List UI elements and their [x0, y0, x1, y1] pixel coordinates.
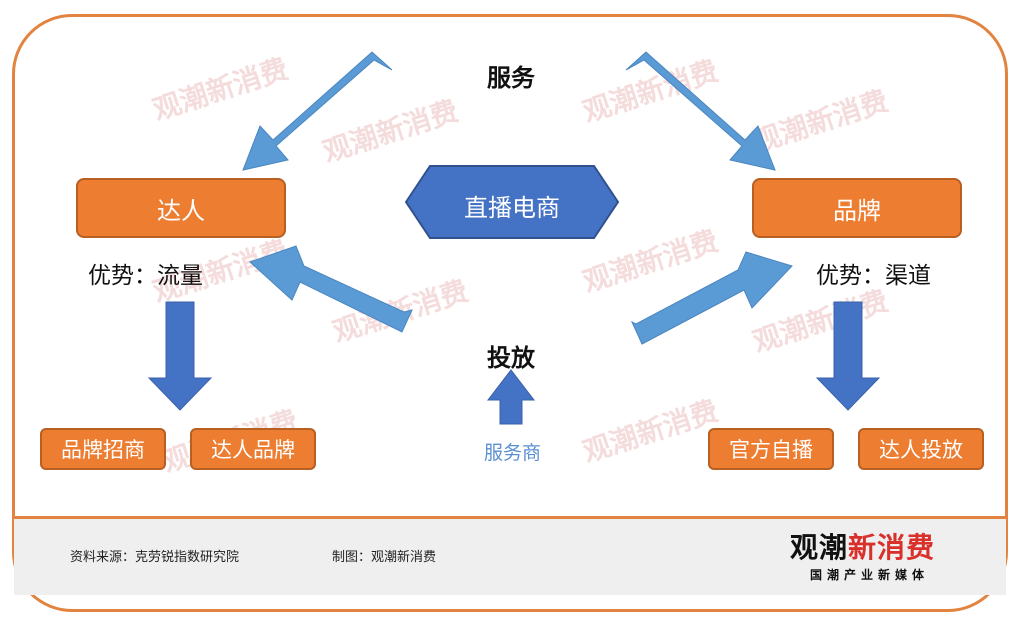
label-fuwu: 服务 [487, 64, 535, 92]
label-toufang: 投放 [487, 344, 535, 372]
footer-source: 资料来源：克劳锐指数研究院 [70, 550, 240, 565]
arrow-down-left [147, 301, 213, 411]
node-daren-toufang: 达人投放 [858, 428, 984, 470]
node-zhibo: 直播电商 [464, 194, 560, 222]
node-daren: 达人 [76, 178, 286, 238]
diagram-frame [12, 14, 1008, 612]
arrow-up-center [486, 369, 536, 425]
arrow-toufang-to-pinpai [630, 251, 793, 345]
logo-main-red: 新消费 [848, 531, 936, 564]
label-fuwushang: 服务商 [484, 442, 542, 464]
footer-made-by: 制图：观潮新消费 [332, 550, 437, 565]
logo-sub: 国潮产业新媒体 [810, 568, 930, 582]
arrow-down-right [815, 301, 881, 411]
label-youshi-qudao: 优势：渠道 [816, 263, 931, 289]
node-daren-pinpai: 达人品牌 [190, 428, 316, 470]
footer-bar [14, 516, 1006, 595]
node-pinpai: 品牌 [752, 178, 962, 238]
arrow-service-to-daren [242, 51, 393, 171]
brand-logo: 观潮新消费 国潮产业新媒体 [790, 526, 970, 588]
arrow-toufang-to-daren [249, 245, 413, 333]
node-pinpai-zhaoshang: 品牌招商 [40, 428, 166, 470]
logo-main-black: 观潮 [790, 531, 849, 564]
hexagon-shape [404, 165, 620, 239]
node-guanfang-zibo: 官方自播 [708, 428, 834, 470]
label-youshi-liuliang: 优势：流量 [88, 263, 203, 289]
logo-main: 观潮新消费 [790, 526, 935, 566]
arrow-service-to-pinpai [625, 51, 776, 171]
